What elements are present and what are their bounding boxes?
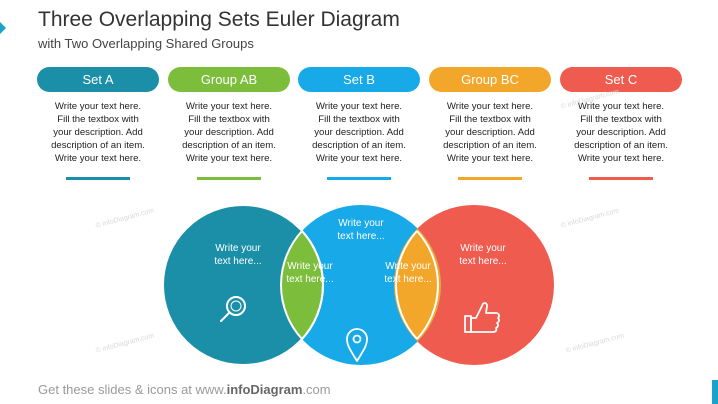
set-b-label-pill: Set B [298,67,420,92]
bc-border [395,230,418,340]
group-ab-text-1: Write your [287,261,333,272]
set-c-text-2: text here... [459,256,506,267]
ab-border [280,230,303,340]
set-b-underline [327,177,391,180]
column-set-b: Set B Write your text here.Fill the text… [298,67,420,180]
set-c-circle [394,205,554,365]
footer: Get these slides & icons at www.infoDiag… [38,382,331,397]
page-title: Three Overlapping Sets Euler Diagram [38,8,400,31]
set-a-description: Write your text here.Fill the textbox wi… [51,101,145,164]
set-a-underline [66,177,130,180]
group-bc-label-pill: Group BC [429,67,551,92]
bc-border [416,230,439,340]
set-a-text-1: Write your [215,243,261,254]
group-bc-text-2: text here... [384,274,431,285]
set-b-description: Write your text here.Fill the textbox wi… [312,101,406,164]
left-accent-marker [0,22,6,34]
column-set-c: Set C Write your text here.Fill the text… [560,67,682,180]
set-c-text-1: Write your [460,243,506,254]
location-pin-icon [346,328,368,362]
set-b-text-2: text here... [337,231,384,242]
column-set-a: Set A Write your text here.Fill the text… [37,67,159,180]
set-a-circle [163,205,323,365]
column-group-bc: Group BC Write your text here.Fill the t… [429,67,551,180]
set-b-text-1: Write your [338,218,384,229]
set-b-circle [281,205,441,365]
page-subtitle: with Two Overlapping Shared Groups [38,36,254,51]
right-accent-bar [712,380,718,404]
search-icon [220,296,246,322]
group-bc-text-1: Write your [385,261,431,272]
set-a-text-2: text here... [214,256,261,267]
group-ab-description: Write your text here.Fill the textbox wi… [182,101,276,164]
thumbs-up-icon [464,302,500,333]
group-ab-label-pill: Group AB [168,67,290,92]
set-c-label-pill: Set C [560,67,682,92]
set-c-underline [589,177,653,180]
column-group-ab: Group AB Write your text here.Fill the t… [168,67,290,180]
group-ab-underline [197,177,261,180]
group-bc-description: Write your text here.Fill the textbox wi… [443,101,537,164]
set-c-description: Write your text here.Fill the textbox wi… [574,101,668,164]
set-a-label-pill: Set A [37,67,159,92]
ab-border [301,230,324,340]
group-ab-text-2: text here... [286,274,333,285]
group-bc-underline [458,177,522,180]
